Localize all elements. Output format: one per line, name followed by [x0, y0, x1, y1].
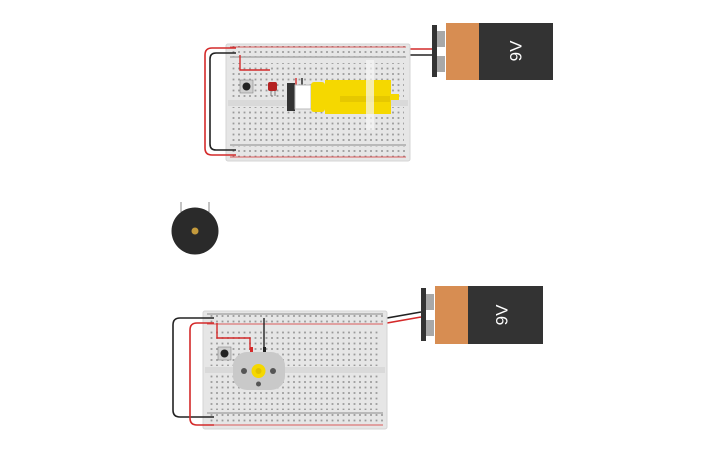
loop-wires-2[interactable]	[172, 317, 214, 426]
circuit-1	[204, 43, 433, 162]
dc-gear-motor-1[interactable]	[287, 60, 399, 130]
breadboard-2[interactable]	[202, 310, 388, 430]
battery-label-2: 9V	[492, 304, 511, 325]
jumper-wires-2[interactable]	[216, 318, 265, 350]
piezo-buzzer[interactable]	[171, 202, 219, 255]
dc-motor-2[interactable]	[233, 347, 285, 390]
loop-wires-1[interactable]	[204, 47, 236, 156]
battery-label-1: 9V	[506, 40, 525, 61]
circuit-2	[172, 310, 422, 430]
battery-9v-2[interactable]: 9V	[421, 286, 543, 344]
pushbutton-2[interactable]	[217, 346, 232, 361]
battery-9v-1[interactable]: 9V	[432, 23, 553, 80]
red-led-1[interactable]	[268, 82, 277, 96]
pushbutton-1[interactable]	[239, 79, 254, 94]
